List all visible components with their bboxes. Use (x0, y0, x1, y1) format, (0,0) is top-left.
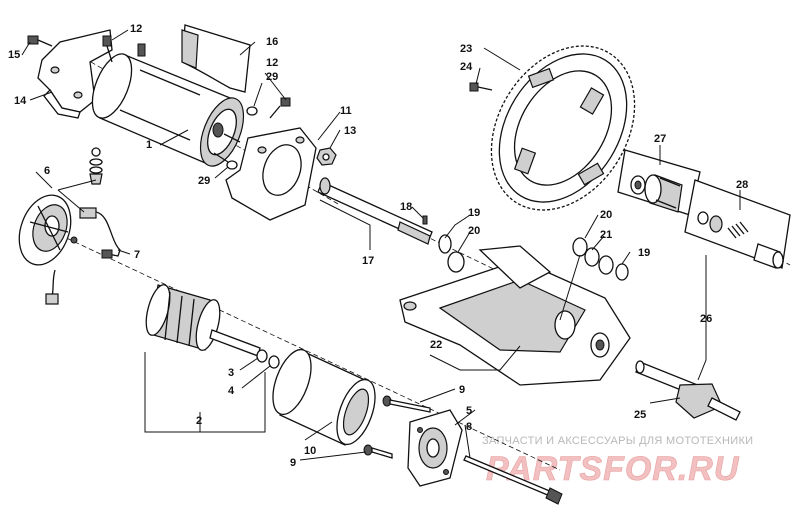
brush-end-cap (18, 194, 78, 266)
washer-20 (572, 237, 588, 257)
watermark-tagline: ЗАПЧАСТИ И АКСЕССУАРЫ ДЛЯ МОТОТЕХНИКИ (482, 435, 753, 447)
brush-lead (45, 269, 59, 305)
callout-13: 13 (344, 125, 356, 137)
bolt-9 (363, 444, 393, 459)
washer-29 (246, 106, 258, 116)
callout-labels: 1 2 3 4 5 6 7 8 9 9 10 11 12 12 13 14 15… (8, 23, 748, 469)
callout-9-upper: 9 (459, 384, 465, 396)
pinion-kit-28 (684, 179, 791, 269)
callout-12-left: 12 (130, 23, 142, 35)
through-bolt-8 (463, 455, 563, 505)
callout-8: 8 (466, 421, 472, 433)
callout-20-right: 20 (600, 209, 612, 221)
callout-21: 21 (600, 229, 612, 241)
mounting-plate (225, 127, 317, 221)
callout-10: 10 (304, 445, 316, 457)
callout-4: 4 (228, 385, 235, 397)
callout-14: 14 (14, 95, 27, 107)
nut-13 (316, 147, 337, 166)
axis-line (59, 234, 561, 471)
callout-19-right: 19 (638, 247, 650, 259)
pinion-kit-27 (617, 149, 701, 216)
ring-gear (490, 45, 636, 211)
washer-19 (438, 234, 452, 254)
washer-21 (584, 247, 600, 267)
bolt-15 (27, 35, 53, 47)
callout-1: 1 (146, 139, 152, 151)
bolt-24 (469, 82, 493, 92)
callout-15: 15 (8, 49, 20, 61)
washer-19 (615, 263, 629, 281)
brush-hardware (89, 147, 103, 185)
yoke-housing (272, 348, 376, 446)
callout-12-right: 12 (266, 57, 278, 69)
callout-17: 17 (362, 255, 374, 267)
support-bracket (399, 245, 631, 386)
callout-29-lower: 29 (198, 175, 210, 187)
callout-2: 2 (196, 415, 202, 427)
callout-26: 26 (700, 313, 712, 325)
callout-24: 24 (460, 61, 473, 73)
callout-6: 6 (44, 165, 50, 177)
washer-4 (268, 355, 280, 369)
washer-3 (256, 349, 268, 363)
washer-20 (447, 251, 465, 273)
callout-22: 22 (430, 339, 442, 351)
callout-9-lower: 9 (290, 457, 296, 469)
leader-lines (21, 29, 741, 461)
brush-7 (79, 207, 121, 259)
drive-shaft (317, 177, 433, 245)
bolt-12 (102, 35, 113, 63)
armature (145, 284, 261, 357)
starter-cover (181, 24, 251, 93)
washer-29 (213, 152, 238, 170)
callout-11: 11 (340, 105, 352, 117)
callout-7: 7 (134, 249, 140, 261)
callout-28: 28 (736, 179, 748, 191)
callout-5: 5 (466, 405, 472, 417)
bolt-12 (269, 97, 291, 119)
pin-18 (422, 215, 428, 225)
callout-27: 27 (654, 133, 666, 145)
front-cover (407, 409, 463, 487)
bolt-9 (382, 395, 431, 413)
callout-29-upper: 29 (266, 71, 278, 83)
callout-19-left: 19 (468, 207, 480, 219)
washer-20 (598, 255, 614, 275)
callout-18: 18 (400, 201, 412, 213)
callout-23: 23 (460, 43, 472, 55)
callout-16: 16 (266, 36, 278, 48)
callout-25: 25 (634, 409, 646, 421)
callout-20-left: 20 (468, 225, 480, 237)
pinion-shaft-25 (635, 360, 741, 421)
callout-3: 3 (228, 367, 234, 379)
